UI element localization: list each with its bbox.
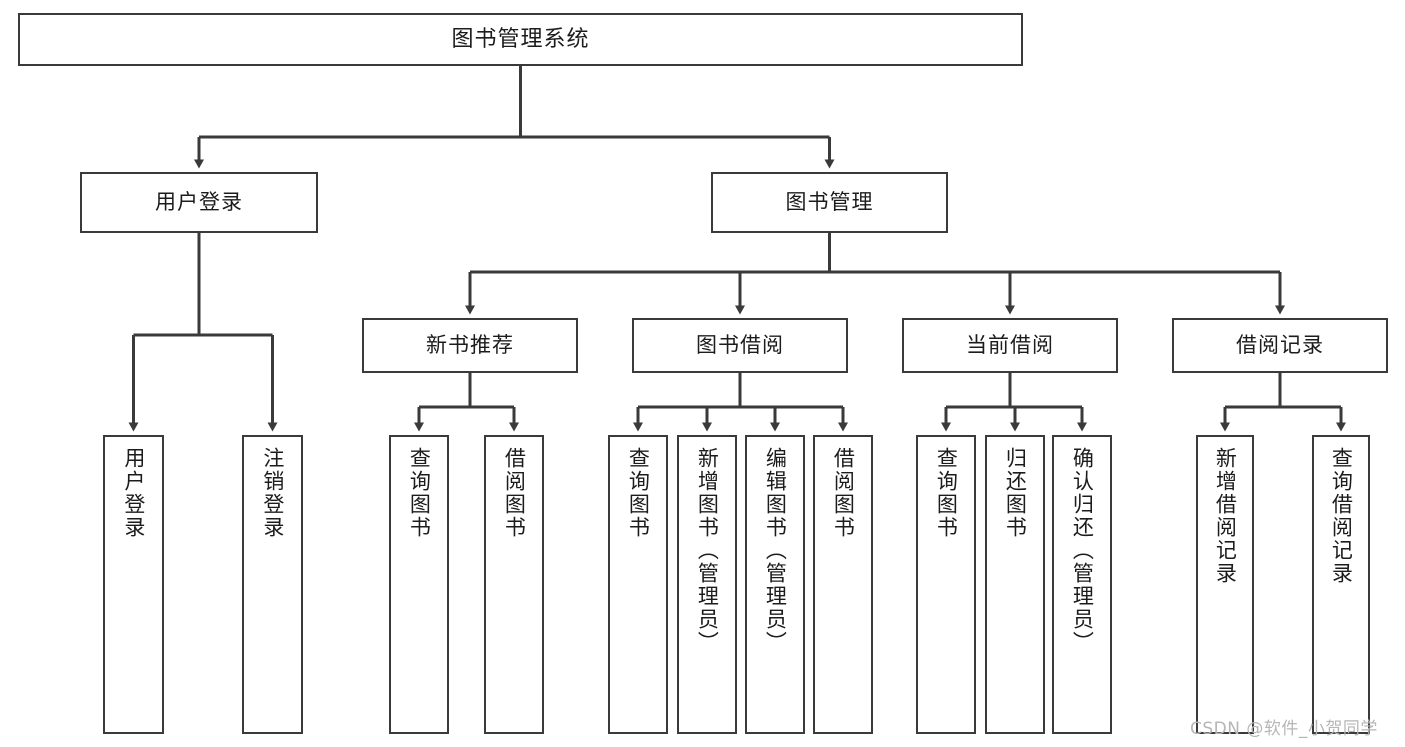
node-leaf-borrow-book-2[interactable]: 借阅图书 bbox=[813, 435, 873, 734]
node-leaf-user-logout[interactable]: 注销登录 bbox=[242, 435, 303, 734]
node-label: 借阅图书 bbox=[831, 447, 856, 539]
csdn-watermark: CSDN @软件_小贺同学 bbox=[1190, 719, 1378, 739]
node-label: 归还图书 bbox=[1003, 447, 1028, 539]
node-label: 图书借阅 bbox=[696, 333, 784, 358]
node-label: 查询图书 bbox=[626, 447, 651, 539]
node-user-login[interactable]: 用户登录 bbox=[80, 172, 318, 233]
node-label: 注销登录 bbox=[260, 447, 285, 539]
node-leaf-query-book-3[interactable]: 查询图书 bbox=[916, 435, 976, 734]
node-leaf-user-login[interactable]: 用户登录 bbox=[103, 435, 164, 734]
node-leaf-query-book-2[interactable]: 查询图书 bbox=[608, 435, 668, 734]
node-current-borrow[interactable]: 当前借阅 bbox=[902, 318, 1118, 373]
node-label: 借阅图书 bbox=[502, 447, 527, 539]
node-label: 新增图书（管理员） bbox=[695, 447, 720, 654]
node-label: 编辑图书（管理员） bbox=[763, 447, 788, 654]
node-label: 新书推荐 bbox=[426, 333, 514, 358]
node-label: 查询图书 bbox=[934, 447, 959, 539]
node-label: 用户登录 bbox=[155, 190, 243, 215]
node-leaf-borrow-book-1[interactable]: 借阅图书 bbox=[484, 435, 544, 734]
node-label: 图书管理 bbox=[785, 190, 874, 215]
node-label: 新增借阅记录 bbox=[1213, 447, 1238, 585]
node-leaf-return-book[interactable]: 归还图书 bbox=[985, 435, 1045, 734]
node-label: 当前借阅 bbox=[966, 333, 1054, 358]
node-new-book-rec[interactable]: 新书推荐 bbox=[362, 318, 578, 373]
node-label: 图书管理系统 bbox=[451, 26, 590, 52]
node-label: 确认归还（管理员） bbox=[1070, 447, 1095, 654]
node-root[interactable]: 图书管理系统 bbox=[18, 13, 1023, 66]
node-leaf-add-record[interactable]: 新增借阅记录 bbox=[1196, 435, 1254, 734]
node-leaf-confirm-return[interactable]: 确认归还（管理员） bbox=[1052, 435, 1112, 734]
node-borrow-record[interactable]: 借阅记录 bbox=[1172, 318, 1388, 373]
node-label: 查询借阅记录 bbox=[1329, 447, 1354, 585]
node-leaf-query-record[interactable]: 查询借阅记录 bbox=[1312, 435, 1370, 734]
node-label: 借阅记录 bbox=[1236, 333, 1324, 358]
node-book-borrow[interactable]: 图书借阅 bbox=[632, 318, 848, 373]
node-label: 用户登录 bbox=[121, 447, 146, 539]
node-book-manage[interactable]: 图书管理 bbox=[711, 172, 948, 233]
node-label: 查询图书 bbox=[407, 447, 432, 539]
node-leaf-edit-book[interactable]: 编辑图书（管理员） bbox=[745, 435, 805, 734]
node-leaf-add-book[interactable]: 新增图书（管理员） bbox=[677, 435, 737, 734]
node-leaf-query-book-1[interactable]: 查询图书 bbox=[389, 435, 449, 734]
